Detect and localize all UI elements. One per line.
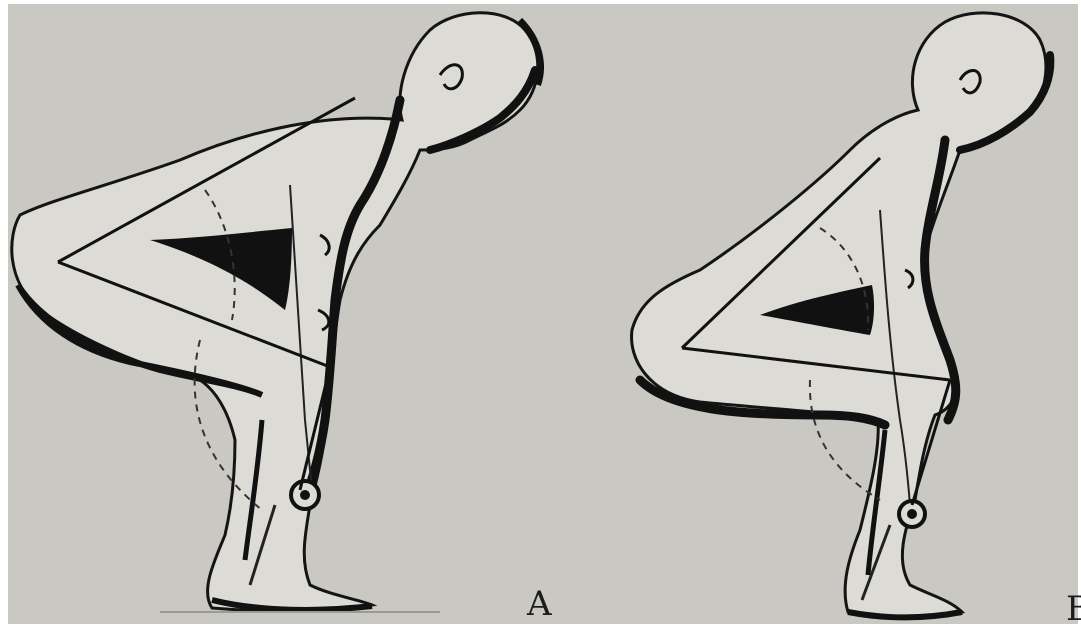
panel-label-a: A <box>527 587 552 621</box>
panel-label-b: B <box>1066 592 1081 626</box>
deadlift-posture-illustration <box>8 4 1078 624</box>
illustration-plate <box>8 4 1078 624</box>
